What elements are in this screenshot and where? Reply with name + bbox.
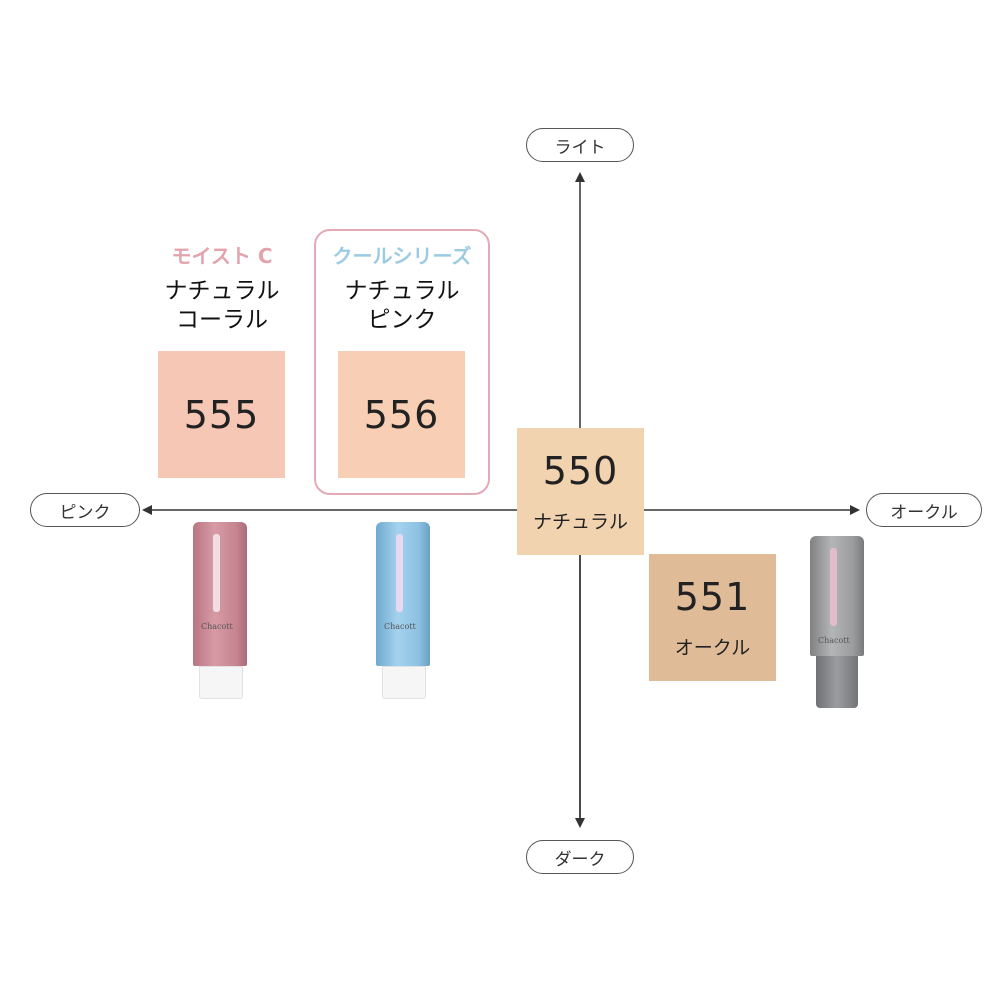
shade-name-line2: コーラル xyxy=(176,306,268,333)
axis-label-light: ライト xyxy=(526,128,634,162)
shade-name-line1: ナチュラル xyxy=(164,278,280,304)
swatch-number: 551 xyxy=(674,575,751,619)
brand-label: Chacott xyxy=(201,622,233,631)
swatch-555: 555 xyxy=(158,351,285,478)
swatch-label: ナチュラル xyxy=(532,511,628,533)
axis-label-dark: ダーク xyxy=(526,840,634,874)
axis-label-ochre: オークル xyxy=(866,493,982,527)
series-label-moist: モイスト C xyxy=(171,244,273,268)
swatch-number: 550 xyxy=(542,449,619,493)
cool-series-highlight xyxy=(314,229,490,495)
shade-name-line2: ピンク xyxy=(367,306,437,333)
swatch-551: 551 オークル xyxy=(649,554,776,681)
swatch-550: 550 ナチュラル xyxy=(517,428,644,555)
series-label-cool: クールシリーズ xyxy=(332,244,472,268)
axis-label-pink: ピンク xyxy=(30,493,140,527)
swatch-number: 556 xyxy=(363,392,440,437)
swatch-label: オークル xyxy=(674,637,751,659)
heading-cool-pink: クールシリーズ ナチュラル ピンク xyxy=(318,244,486,335)
shade-name-line1: ナチュラル xyxy=(344,278,460,304)
brand-label: Chacott xyxy=(818,636,850,645)
heading-moist-coral: モイスト C ナチュラル コーラル xyxy=(150,244,294,335)
swatch-number: 555 xyxy=(183,392,260,437)
brand-label: Chacott xyxy=(384,622,416,631)
swatch-556: 556 xyxy=(338,351,465,478)
